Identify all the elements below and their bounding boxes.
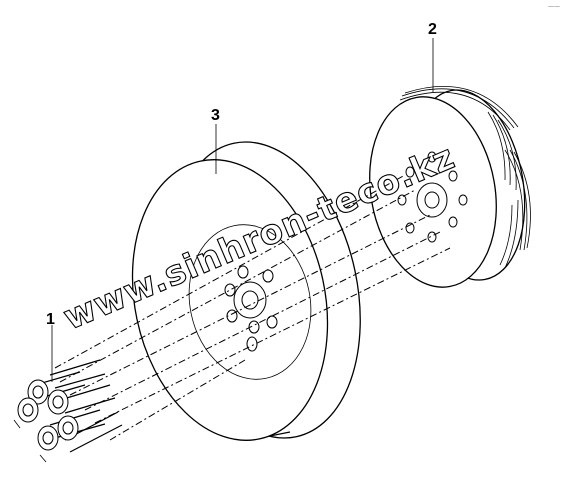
callout-2: 2 xyxy=(428,21,437,38)
damper-disc-part-3 xyxy=(131,141,361,441)
bolts-part-1 xyxy=(13,359,123,463)
alignment-lines xyxy=(54,174,451,441)
leader-lines xyxy=(51,38,434,382)
callout-3: 3 xyxy=(211,107,220,124)
corner-mark: —— xyxy=(548,3,560,10)
callout-1: 1 xyxy=(46,311,55,328)
